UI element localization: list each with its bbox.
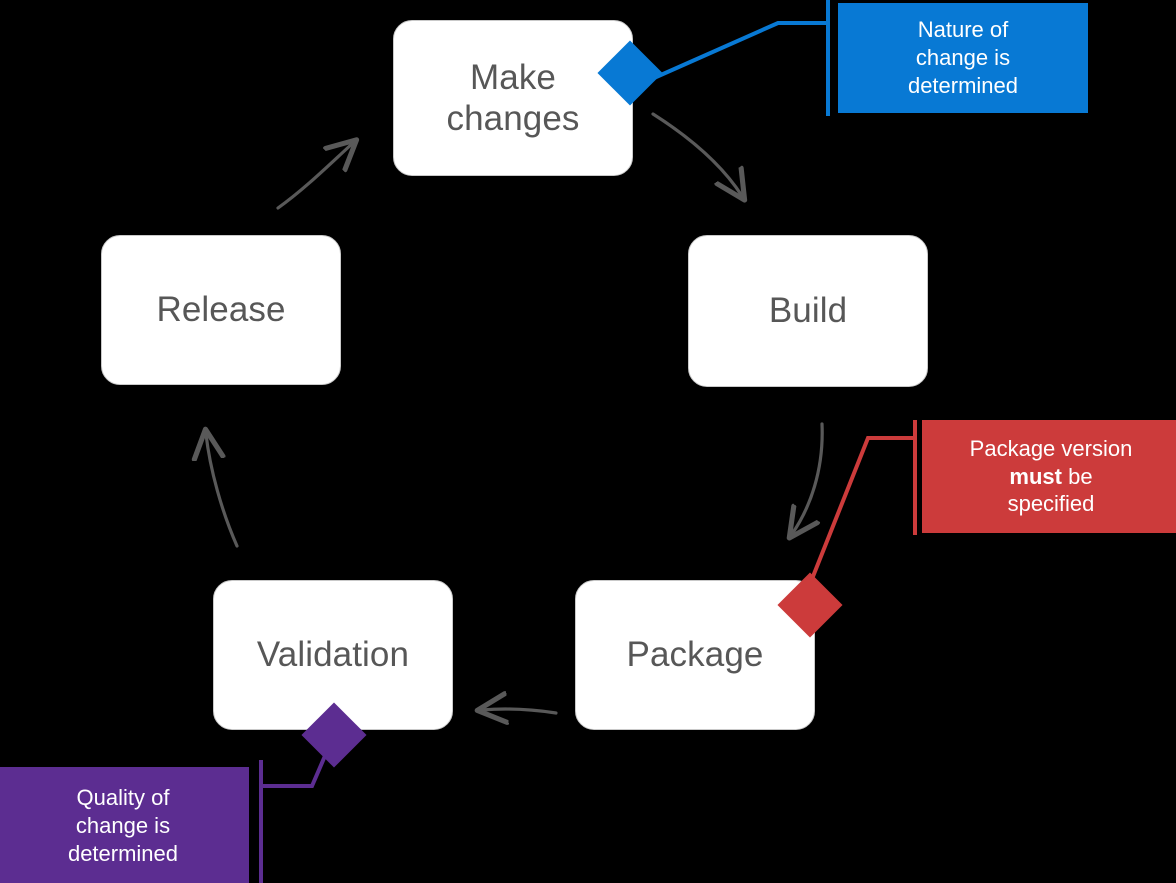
arrow-make-changes-to-build: [651, 112, 742, 196]
node-validation[interactable]: Validation: [213, 580, 453, 730]
purple-leader-bar: [259, 760, 263, 883]
callout-line-2: change is: [915, 45, 1011, 71]
callout-line-1: Quality of: [76, 785, 170, 811]
node-release[interactable]: Release: [101, 235, 341, 385]
callout-package-version[interactable]: Package version must be specified: [922, 420, 1176, 533]
red-leader-bar: [913, 420, 917, 535]
node-build-label: Build: [768, 291, 848, 331]
callout-quality-of-change-text: Quality of change is determined: [58, 784, 188, 868]
callout-package-version-text: Package version must be specified: [960, 435, 1143, 519]
purple-connector-line: [261, 734, 336, 788]
callout-line-3: determined: [907, 72, 1019, 98]
arrow-release-to-make-changes: [276, 143, 353, 210]
arrow-validation-to-release: [206, 434, 239, 548]
node-make-changes-label: Make changes: [446, 57, 580, 138]
callout-quality-of-change[interactable]: Quality of change is determined: [0, 767, 249, 883]
blue-connector-line: [653, 21, 828, 80]
node-package-label: Package: [626, 635, 764, 675]
node-package[interactable]: Package: [575, 580, 815, 730]
node-release-label: Release: [156, 290, 286, 330]
callout-line-2: change is: [75, 813, 171, 839]
callout-nature-of-change-text: Nature of change is determined: [898, 16, 1028, 100]
arrow-build-to-package: [792, 422, 824, 534]
node-build[interactable]: Build: [688, 235, 928, 387]
callout-emphasis-must: must: [1009, 463, 1062, 489]
arrow-package-to-validation: [482, 709, 558, 713]
callout-line-1: Nature of: [917, 17, 1009, 43]
callout-nature-of-change[interactable]: Nature of change is determined: [838, 3, 1088, 113]
callout-line-3: determined: [67, 840, 179, 866]
red-connector-line: [808, 436, 915, 585]
node-make-changes[interactable]: Make changes: [393, 20, 633, 176]
node-validation-label: Validation: [256, 635, 410, 675]
blue-leader-bar: [826, 0, 830, 116]
callout-line-1: Package version: [969, 435, 1133, 461]
callout-line-3: specified: [1007, 491, 1095, 517]
callout-line-2-rest: be: [1061, 463, 1093, 489]
